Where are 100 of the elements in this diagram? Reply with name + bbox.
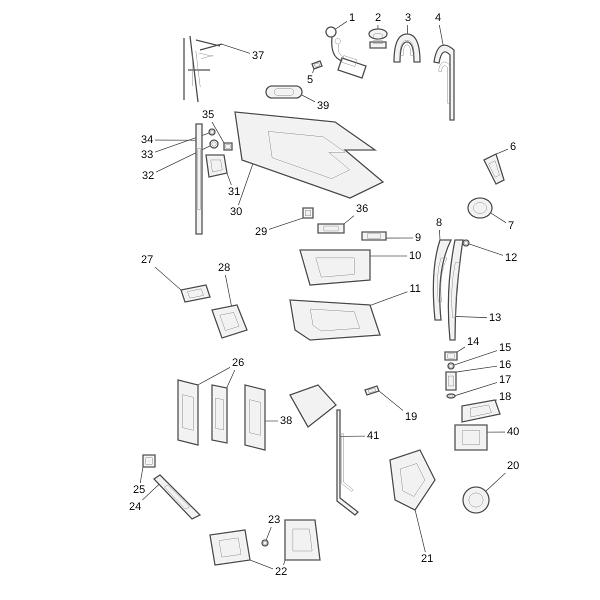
leader-line [250, 560, 274, 570]
motor-drawing [209, 529, 251, 566]
callout-number: 37 [251, 50, 266, 62]
power-cable-drawing [325, 26, 367, 79]
leader-line [268, 218, 304, 230]
panel-drawing [244, 384, 266, 451]
cover-drawing [361, 231, 387, 241]
callout-number: 21 [420, 553, 434, 565]
leader-line [300, 94, 316, 102]
callout-number: 28 [217, 262, 232, 274]
module-drawing [211, 304, 248, 339]
bracket-drawing [205, 154, 228, 178]
callout-number: 30 [229, 206, 244, 218]
hose-drawing [195, 123, 203, 235]
callout-number: 5 [306, 74, 314, 86]
wire-drawing [336, 409, 359, 516]
leader-line [156, 145, 211, 173]
leader-line [334, 20, 348, 30]
callout-number: 1 [348, 12, 356, 24]
cap-drawing [302, 207, 314, 219]
callout-number: 3 [404, 12, 412, 24]
callout-number: 4 [434, 12, 442, 24]
door-lock-drawing [454, 424, 488, 451]
drain-hose-drawing [433, 44, 455, 121]
leader-line [266, 526, 272, 541]
circuit-board-drawing [211, 384, 228, 444]
ring-drawing [209, 139, 219, 149]
ring-drawing [447, 362, 455, 370]
callout-number: 11 [408, 283, 422, 295]
filter-drawing [462, 486, 490, 514]
thermostat-drawing [142, 454, 156, 468]
leader-line [197, 366, 230, 386]
screw-drawing [311, 60, 323, 70]
callout-number: 32 [141, 170, 156, 182]
detergent-drawer-drawing [299, 249, 371, 286]
clip-drawing [483, 153, 505, 185]
clip-drawing [223, 142, 233, 151]
hose-drawing [448, 239, 464, 341]
heating-element-drawing [153, 474, 202, 520]
leader-line [142, 484, 160, 500]
leader-line [154, 140, 196, 141]
leader-line [453, 350, 498, 366]
leader-line [455, 316, 488, 318]
leader-line [221, 44, 250, 54]
leader-line [212, 122, 224, 144]
leader-line [224, 274, 232, 306]
callout-number: 10 [408, 250, 422, 262]
leader-line [140, 466, 144, 484]
leader-line [238, 163, 254, 206]
callout-number: 16 [498, 359, 512, 371]
leader-line [344, 215, 354, 224]
callout-number: 26 [231, 357, 246, 369]
callout-number: 31 [227, 186, 242, 198]
callout-number: 24 [128, 501, 142, 513]
leader-line [486, 432, 506, 433]
callout-number: 22 [274, 566, 288, 578]
callout-number: 27 [140, 254, 154, 266]
leader-line [456, 366, 498, 372]
screw-drawing [261, 539, 269, 547]
leader-line [468, 244, 504, 256]
wiring-harness-drawing [183, 35, 223, 103]
callout-number: 7 [507, 220, 516, 232]
drawer-housing-drawing [289, 299, 381, 341]
callout-number: 20 [506, 460, 520, 472]
callout-number: 14 [466, 336, 480, 348]
leader-line [370, 291, 408, 306]
callout-number: 12 [504, 252, 518, 264]
motor-drawing [284, 519, 321, 561]
callout-number: 35 [201, 109, 216, 121]
leader-line [438, 24, 444, 46]
callout-number: 19 [404, 411, 418, 423]
leader-line [454, 382, 498, 396]
pump-drawing [389, 449, 436, 511]
seal-drawing [208, 128, 216, 136]
callout-number: 6 [509, 141, 518, 153]
callout-number: 40 [506, 426, 520, 438]
leader-line [496, 148, 508, 154]
leader-line [406, 24, 408, 34]
leader-line [439, 230, 440, 240]
pin-drawing [364, 385, 380, 396]
callout-number: 39 [316, 100, 330, 112]
leader-line [414, 509, 426, 552]
bracket-drawing [461, 399, 501, 423]
handle-drawing [317, 223, 345, 234]
pressure-switch-drawing [467, 197, 493, 219]
leader-line [154, 132, 210, 153]
callout-number: 25 [132, 484, 146, 496]
callout-number: 23 [267, 514, 282, 526]
hose-guide-drawing [393, 33, 421, 63]
grommet-drawing [265, 85, 303, 99]
callout-number: 2 [374, 12, 382, 24]
leader-line [485, 472, 506, 492]
leader-line [456, 346, 466, 352]
leader-line [490, 212, 506, 224]
callout-number: 36 [355, 203, 370, 215]
callout-number: 17 [498, 374, 512, 386]
leader-line [378, 390, 404, 411]
callout-number: 41 [366, 430, 380, 442]
callout-number: 34 [140, 134, 154, 146]
callout-number: 38 [279, 415, 294, 427]
